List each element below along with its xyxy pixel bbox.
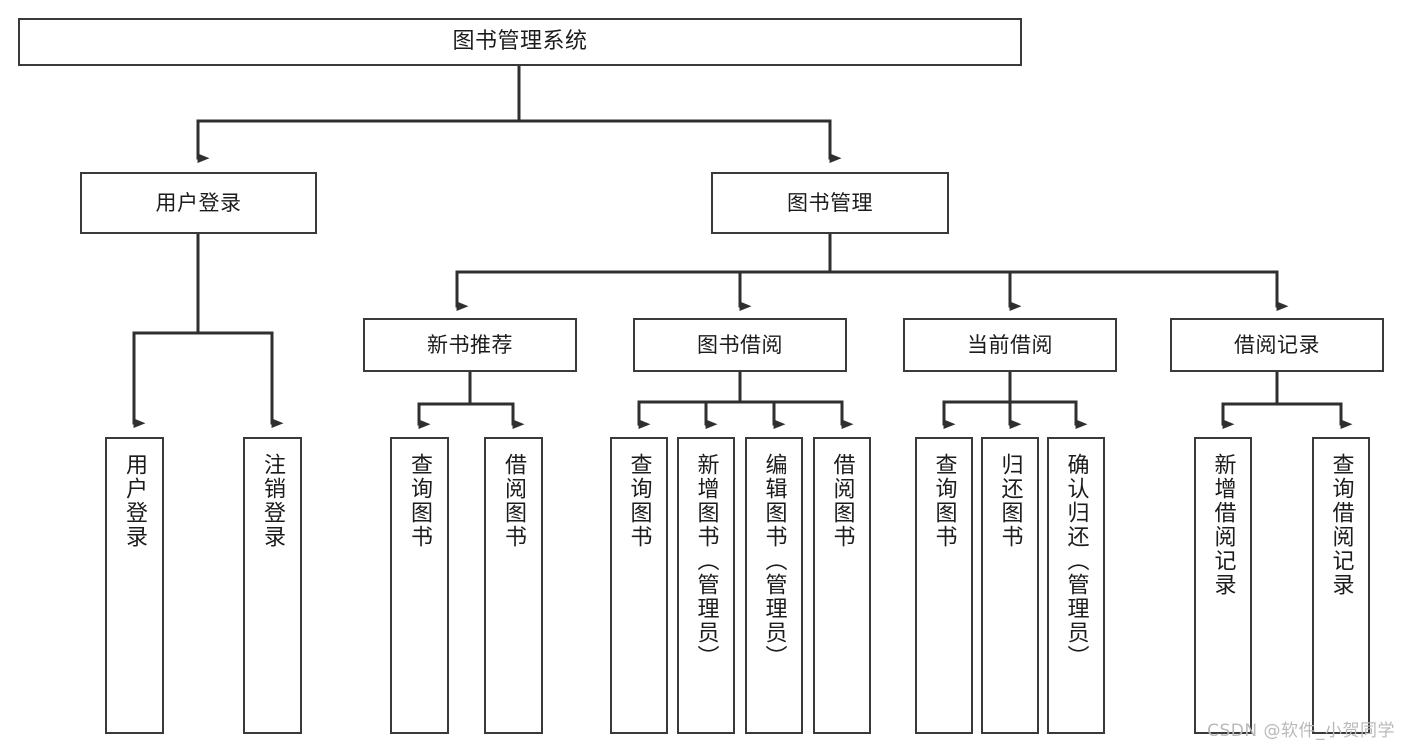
node-label: 新书推荐 — [427, 332, 513, 357]
node-label: 确认归还（管理员） — [1063, 453, 1089, 669]
node-label: 用户登录 — [155, 190, 242, 215]
node-label: 用户登录 — [122, 453, 148, 549]
node-leaf-query-book-1[interactable]: 查询图书 — [390, 437, 449, 734]
node-current-borrow[interactable]: 当前借阅 — [903, 318, 1117, 372]
node-book-borrow[interactable]: 图书借阅 — [633, 318, 847, 372]
node-leaf-query-record[interactable]: 查询借阅记录 — [1312, 437, 1370, 734]
node-leaf-query-book-3[interactable]: 查询图书 — [915, 437, 973, 734]
node-label: 查询图书 — [626, 453, 652, 549]
node-root-system[interactable]: 图书管理系统 — [18, 18, 1022, 66]
node-label: 借阅记录 — [1234, 332, 1320, 357]
node-label: 借阅图书 — [829, 453, 855, 549]
node-leaf-edit-book[interactable]: 编辑图书（管理员） — [745, 437, 803, 734]
node-label: 图书管理系统 — [452, 29, 588, 55]
node-label: 归还图书 — [997, 453, 1023, 549]
node-leaf-add-record[interactable]: 新增借阅记录 — [1194, 437, 1252, 734]
node-user-login[interactable]: 用户登录 — [80, 172, 317, 234]
node-borrow-record[interactable]: 借阅记录 — [1170, 318, 1384, 372]
node-leaf-user-login[interactable]: 用户登录 — [105, 437, 164, 734]
node-leaf-confirm-return[interactable]: 确认归还（管理员） — [1047, 437, 1105, 734]
node-leaf-borrow-book-1[interactable]: 借阅图书 — [484, 437, 543, 734]
node-label: 注销登录 — [260, 453, 286, 549]
node-label: 借阅图书 — [501, 453, 527, 549]
node-label: 新增借阅记录 — [1210, 453, 1236, 597]
node-leaf-query-book-2[interactable]: 查询图书 — [610, 437, 668, 734]
node-label: 查询图书 — [931, 453, 957, 549]
node-leaf-logout[interactable]: 注销登录 — [243, 437, 302, 734]
node-label: 图书借阅 — [697, 332, 783, 357]
node-book-management[interactable]: 图书管理 — [711, 172, 949, 234]
node-leaf-borrow-book-2[interactable]: 借阅图书 — [813, 437, 871, 734]
watermark-text: CSDN @软件_小贺同学 — [1207, 721, 1395, 741]
node-label: 编辑图书（管理员） — [761, 453, 787, 669]
node-new-book-recommend[interactable]: 新书推荐 — [363, 318, 577, 372]
node-label: 新增图书（管理员） — [693, 453, 719, 669]
node-leaf-return-book[interactable]: 归还图书 — [981, 437, 1039, 734]
node-label: 查询图书 — [407, 453, 433, 549]
node-leaf-add-book[interactable]: 新增图书（管理员） — [677, 437, 735, 734]
node-label: 当前借阅 — [967, 332, 1053, 357]
node-label: 图书管理 — [787, 190, 873, 215]
node-label: 查询借阅记录 — [1328, 453, 1354, 597]
